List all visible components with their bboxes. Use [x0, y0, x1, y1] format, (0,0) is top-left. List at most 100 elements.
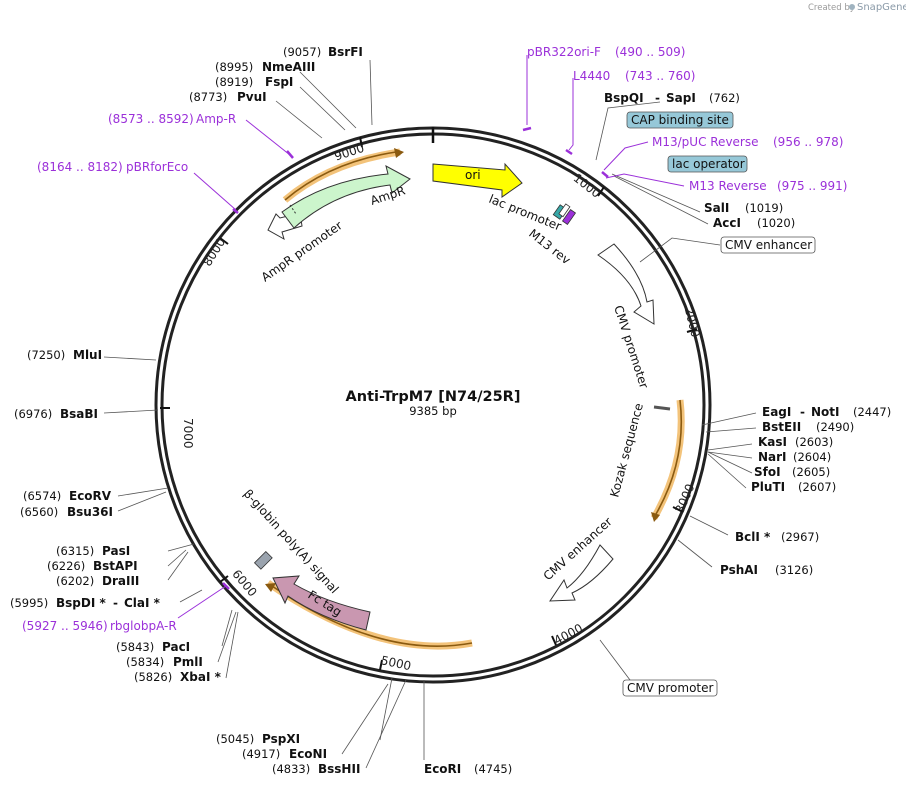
ampr-highlight-line [284, 151, 397, 201]
primer-rbglobpa-r-name[interactable]: rbglobpA-R [110, 619, 177, 633]
cmv-enhancer-2-feature[interactable] [549, 544, 614, 602]
primer-pbrforeco-range: (8164 .. 8182) [37, 160, 123, 174]
snapgene-logo: SnapGene [857, 2, 906, 13]
site-mlui-name[interactable]: MluI [73, 348, 102, 362]
site-sfoi-name[interactable]: SfoI [754, 465, 781, 479]
site-pvui-position: (8773) [189, 90, 227, 104]
lac-promoter-label: lac promoter [487, 192, 563, 234]
tick-label-6000: 6000 [229, 567, 259, 599]
site-fspi-name[interactable]: FspI [265, 75, 293, 89]
tick-label-8000: 8000 [200, 235, 228, 268]
primer-amp-r-name[interactable]: Amp-R [196, 112, 236, 126]
site-noti-name[interactable]: NotI [811, 405, 840, 419]
site-bcli-name[interactable]: BclI * [735, 530, 771, 544]
site-bcli-position: (2967) [781, 530, 819, 544]
site-bspqi-separator: - [655, 91, 660, 105]
primer-pbr322ori-f-name[interactable]: pBR322ori-F [527, 45, 601, 59]
site-ecori-name[interactable]: EcoRI [424, 762, 461, 776]
primer-pbrforeco-name[interactable]: pBRforEco [126, 160, 188, 174]
site-pmli-name[interactable]: PmlI [173, 655, 203, 669]
tick-label-2000: 2000 [682, 306, 703, 339]
polya-feature[interactable] [253, 550, 273, 570]
primer-m13-reverse-name[interactable]: M13 Reverse [689, 179, 767, 193]
primer-amp-r-range: (8573 .. 8592) [108, 112, 194, 126]
fc-tag-feature[interactable] [272, 575, 371, 631]
m13-rev-feature[interactable] [561, 208, 577, 226]
site-bsshii-name[interactable]: BssHII [318, 762, 360, 776]
site-pasi-position: (6315) [56, 544, 94, 558]
site-pspxi-position: (5045) [216, 732, 254, 746]
fc-arrowhead [265, 583, 276, 592]
site-pshai-name[interactable]: PshAI [720, 563, 758, 577]
site-bspdi-position: (5995) [10, 596, 48, 610]
site-nmeaiii-position: (8995) [215, 60, 253, 74]
site-fspi-position: (8919) [215, 75, 253, 89]
cmv-enhancer-1-feature[interactable] [597, 243, 655, 325]
site-bsrfi-name[interactable]: BsrFI [328, 45, 363, 59]
cmv-promoter-box-label: CMV promoter [627, 681, 714, 695]
site-pvui-name[interactable]: PvuI [237, 90, 267, 104]
site-bsshii-position: (4833) [272, 762, 310, 776]
site-bsteii-position: (2490) [816, 420, 854, 434]
tick-mark [359, 136, 363, 148]
site-pspxi-name[interactable]: PspXI [262, 732, 300, 746]
m13-rev-label: M13 rev [526, 226, 573, 267]
site-bspqi-name[interactable]: BspQI [604, 91, 644, 105]
site-clai-name[interactable]: ClaI * [124, 596, 161, 610]
site-draiii-name[interactable]: DraIII [102, 574, 139, 588]
site-nari-position: (2604) [793, 450, 831, 464]
cmv-enhancer-box[interactable] [720, 236, 816, 254]
site-econi-name[interactable]: EcoNI [289, 747, 327, 761]
cap-binding-site-box[interactable] [626, 111, 734, 129]
site-acci-position: (1020) [757, 216, 795, 230]
ori-feature[interactable] [432, 162, 523, 198]
site-ecori-position: (4745) [474, 762, 512, 776]
tick-mark [219, 575, 229, 583]
site-acci-name[interactable]: AccI [713, 216, 741, 230]
site-nmeaiii-name[interactable]: NmeAIII [262, 60, 315, 74]
site-mlui-position: (7250) [27, 348, 65, 362]
tick-label-5000: 5000 [380, 653, 413, 673]
site-nari-name[interactable]: NarI [758, 450, 787, 464]
tick-mark [551, 635, 557, 646]
cmv-enhancer-box-label: CMV enhancer [725, 238, 812, 252]
site-eagi-position: (2447) [853, 405, 891, 419]
site-bsteii-name[interactable]: BstEII [762, 420, 801, 434]
site-sapi-name[interactable]: SapI [666, 91, 696, 105]
site-bsabi-name[interactable]: BsaBI [60, 407, 98, 421]
site-kasi-position: (2603) [795, 435, 833, 449]
site-kasi-name[interactable]: KasI [758, 435, 787, 449]
lac-operator-feature[interactable] [558, 203, 571, 218]
site-pluti-name[interactable]: PluTI [751, 480, 785, 494]
primer-m13-reverse-range: (975 .. 991) [777, 179, 847, 193]
site-sali-name[interactable]: SalI [704, 201, 729, 215]
site-bspdi-separator: - [113, 596, 118, 610]
primer-l4440-name[interactable]: L4440 [573, 69, 610, 83]
primer-m13-puc-reverse-name[interactable]: M13/pUC Reverse [652, 135, 759, 149]
ampr-feature[interactable] [281, 165, 411, 229]
site-sfoi-position: (2605) [792, 465, 830, 479]
site-eagi-name[interactable]: EagI [762, 405, 791, 419]
tick-mark [219, 237, 229, 245]
primer-m13-puc-reverse-range: (956 .. 978) [773, 135, 843, 149]
site-bstapi-position: (6226) [47, 559, 85, 573]
site-bsu36i-name[interactable]: Bsu36I [67, 505, 113, 519]
primer-leaders [177, 55, 685, 619]
site-paci-name[interactable]: PacI [162, 640, 190, 654]
site-sali-position: (1019) [745, 201, 783, 215]
site-bsabi-position: (6976) [14, 407, 52, 421]
insert-arrowhead [651, 512, 660, 522]
site-bspdi-name[interactable]: BspDI * [56, 596, 106, 610]
tick-label-4000: 4000 [552, 621, 586, 648]
lac-operator-box[interactable] [667, 155, 748, 173]
cap-binding-site-label: CAP binding site [631, 113, 729, 127]
site-ecorv-name[interactable]: EcoRV [69, 489, 112, 503]
site-pasi-name[interactable]: PasI [102, 544, 130, 558]
insert-highlight-line [655, 399, 683, 515]
site-bstapi-name[interactable]: BstAPI [93, 559, 138, 573]
site-pshai-position: (3126) [775, 563, 813, 577]
site-pmli-position: (5834) [126, 655, 164, 669]
cmv-promoter-box[interactable] [622, 679, 718, 697]
site-xbai-name[interactable]: XbaI * [180, 670, 222, 684]
site-draiii-position: (6202) [56, 574, 94, 588]
